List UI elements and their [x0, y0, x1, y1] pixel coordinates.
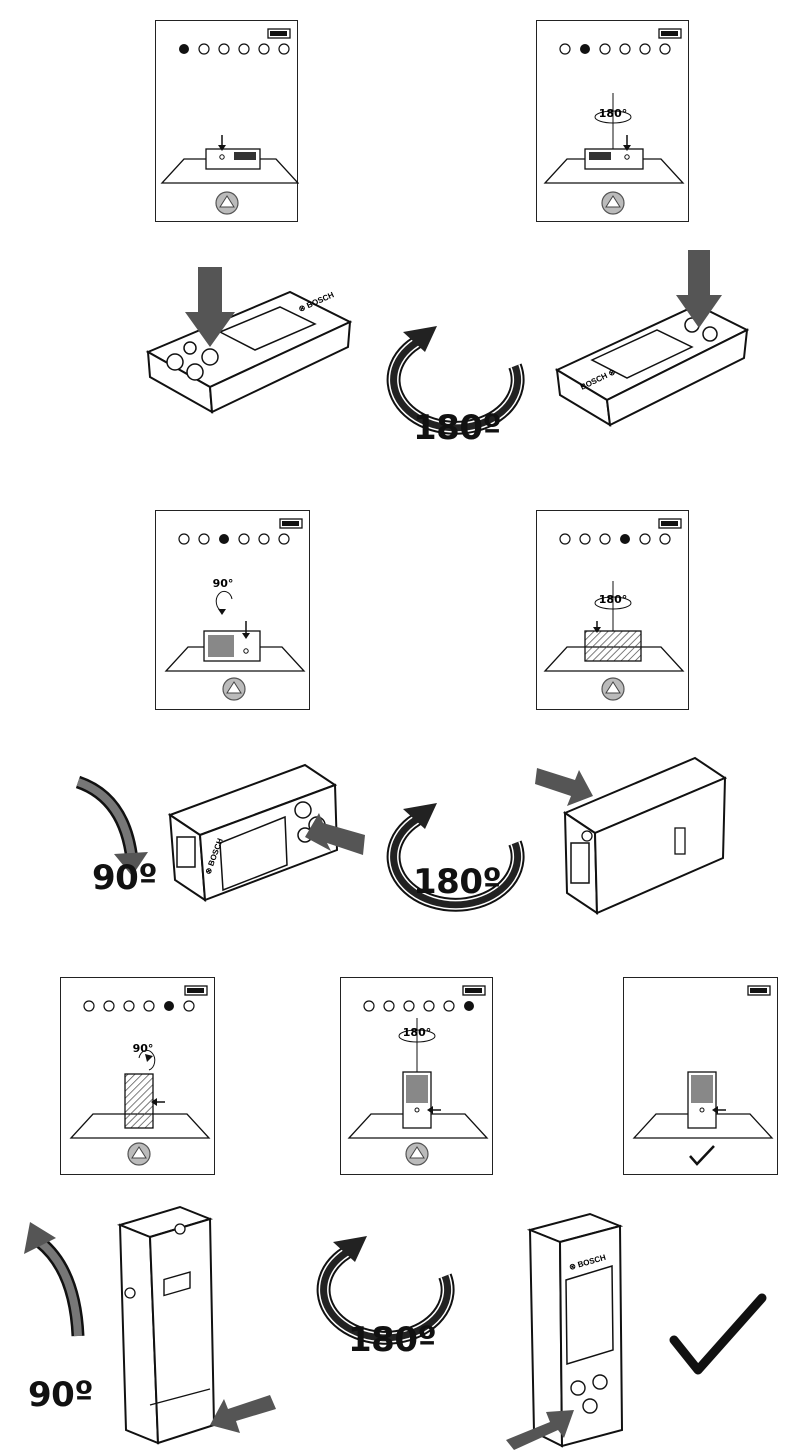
- screen-step-3-art: 90°: [164, 518, 306, 701]
- device-flat-left: ⊗ BOSCH: [145, 267, 353, 414]
- battery-icon: [184, 985, 208, 996]
- device-side-right: [535, 756, 728, 915]
- press-arrow-icon: [506, 1410, 574, 1450]
- angle-label: 90°: [213, 577, 234, 590]
- press-arrow-icon: [676, 250, 722, 328]
- press-arrow-icon: [210, 1395, 276, 1433]
- triangle-button-icon: [601, 191, 625, 215]
- screen-step-4: 180°: [536, 510, 689, 710]
- battery-icon: [658, 28, 682, 39]
- angle-label: 90°: [133, 1042, 154, 1055]
- rotate-180-arrow-icon-c: [316, 1236, 455, 1345]
- rotate-90-arrow-icon: [75, 775, 148, 876]
- progress-dots: [559, 43, 671, 55]
- screen-step-1-art: [160, 28, 299, 215]
- checkmark-icon: [689, 1145, 715, 1166]
- screen-step-1: [155, 20, 299, 222]
- screen-step-4-art: 180°: [543, 518, 685, 701]
- triangle-button-icon: [601, 677, 625, 701]
- rotate-90-up-arrow-icon: [24, 1222, 85, 1337]
- rotation-label-180-a: 180º: [413, 408, 502, 448]
- battery-icon: [658, 518, 682, 529]
- press-arrow-icon: [185, 267, 235, 347]
- rotate-180-arrow-icon-b: [386, 803, 525, 912]
- angle-label: 180°: [599, 107, 627, 120]
- screen-step-5: 90°: [60, 977, 215, 1175]
- screen-step-6: 180°: [340, 977, 493, 1175]
- progress-dots: [559, 533, 671, 545]
- triangle-button-icon: [222, 677, 246, 701]
- screen-step-5-art: 90°: [69, 985, 211, 1166]
- battery-icon: [747, 985, 771, 996]
- angle-label: 180°: [599, 593, 627, 606]
- press-arrow-icon: [305, 813, 365, 855]
- device-flat-right: BOSCH ⊗: [554, 250, 750, 427]
- rotation-label-90-a: 90º: [92, 858, 158, 898]
- triangle-button-icon: [215, 191, 239, 215]
- rotation-label-90-b: 90º: [28, 1375, 94, 1415]
- battery-icon: [462, 985, 486, 996]
- rotate-180-arrow-icon: [386, 326, 525, 435]
- press-arrow-icon: [535, 768, 593, 806]
- battery-icon: [267, 28, 291, 39]
- progress-dots: [179, 43, 290, 55]
- screen-step-6-art: 180°: [347, 985, 489, 1166]
- battery-icon: [279, 518, 303, 529]
- screen-complete-art: [632, 985, 774, 1166]
- triangle-button-icon: [405, 1142, 429, 1166]
- rotation-label-180-b: 180º: [413, 862, 502, 902]
- angle-label: 180°: [403, 1026, 431, 1039]
- progress-dots: [178, 533, 290, 545]
- checkmark-large-icon: [669, 1293, 767, 1375]
- screen-complete: [623, 977, 778, 1175]
- screen-step-2-art: 180°: [543, 28, 685, 215]
- triangle-button-icon: [127, 1142, 151, 1166]
- progress-dots: [83, 1000, 195, 1012]
- screen-step-3: 90°: [155, 510, 310, 710]
- screen-step-2: 180°: [536, 20, 689, 222]
- device-upright-back: [116, 1205, 276, 1445]
- progress-dots: [363, 1000, 474, 1012]
- device-upright-front: ⊗ BOSCH: [506, 1212, 624, 1450]
- rotation-label-180-c: 180º: [348, 1320, 437, 1360]
- device-side-left: ⊗ BOSCH: [167, 763, 365, 902]
